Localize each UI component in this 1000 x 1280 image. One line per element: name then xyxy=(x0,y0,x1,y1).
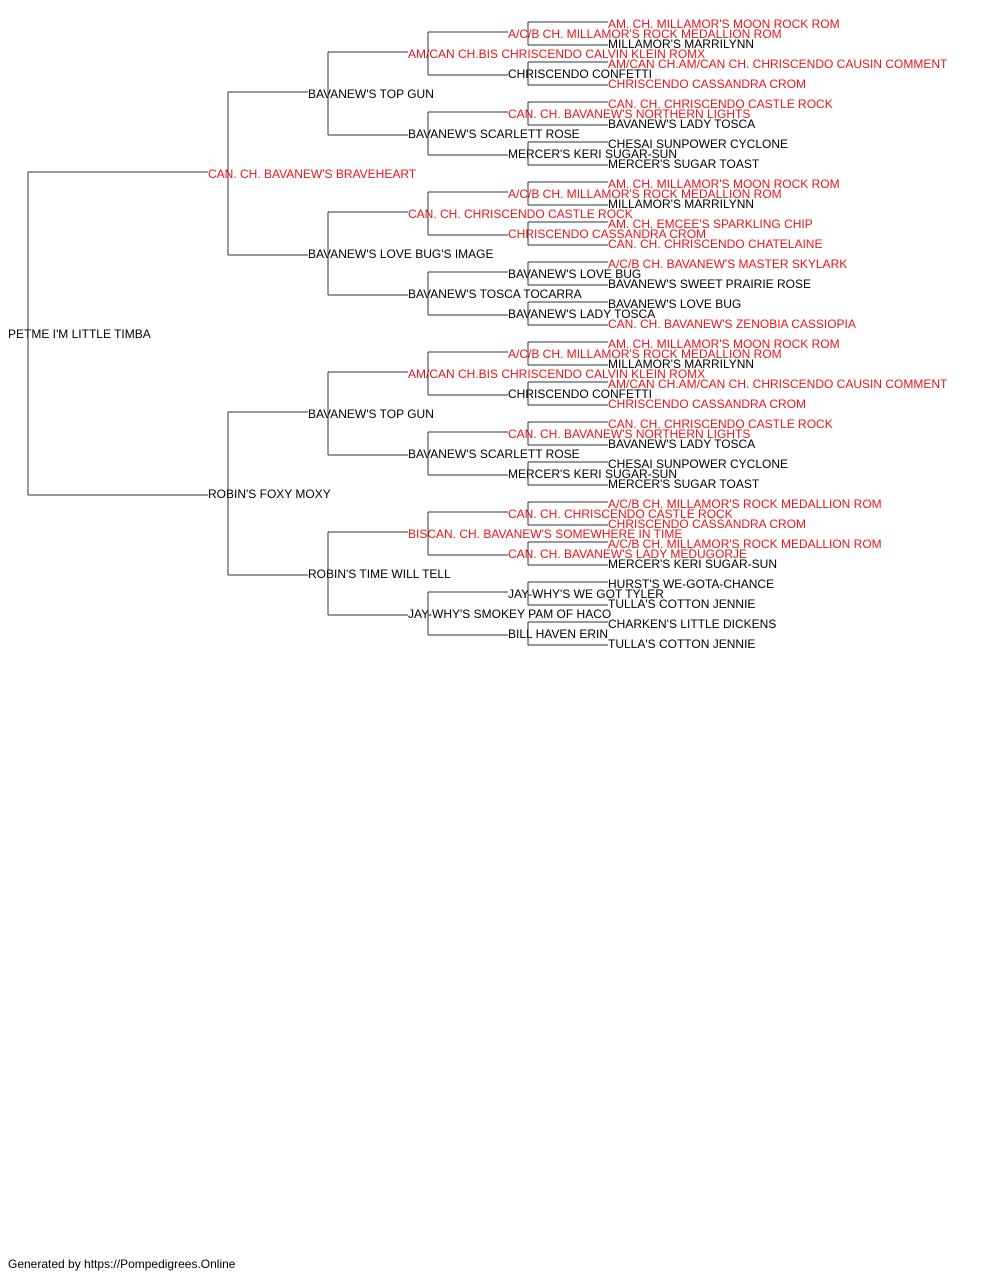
dog-name-gen2: BAVANEW'S TOP GUN xyxy=(308,407,434,421)
dog-name-gen5: MERCER'S SUGAR TOAST xyxy=(608,477,760,491)
dog-name-gen5: CHRISCENDO CASSANDRA CROM xyxy=(608,517,806,531)
dog-name-gen5: AM. CH. MILLAMOR'S MOON ROCK ROM xyxy=(608,177,840,191)
dog-name-gen5: CAN. CH. CHRISCENDO CASTLE ROCK xyxy=(608,417,833,431)
dog-name-gen5: BAVANEW'S SWEET PRAIRIE ROSE xyxy=(608,277,811,291)
dog-name-gen5: BAVANEW'S LOVE BUG xyxy=(608,297,741,311)
dog-name-gen5: CHESAI SUNPOWER CYCLONE xyxy=(608,457,788,471)
dog-name-gen4: CAN. CH. BAVANEW'S NORTHERN LIGHTS xyxy=(508,107,750,121)
dog-name-gen5: CHRISCENDO CASSANDRA CROM xyxy=(608,397,806,411)
dog-name-gen4: A/C/B CH. MILLAMOR'S ROCK MEDALLION ROM xyxy=(508,187,782,201)
dog-name-gen5: CHARKEN'S LITTLE DICKENS xyxy=(608,617,776,631)
dog-name-gen5: MERCER'S KERI SUGAR-SUN xyxy=(608,557,777,571)
dog-name-gen5: AM. CH. MILLAMOR'S MOON ROCK ROM xyxy=(608,337,840,351)
dog-name-gen5: A/C/B CH. MILLAMOR'S ROCK MEDALLION ROM xyxy=(608,497,882,511)
dog-name-gen5: MILLAMOR'S MARRILYNN xyxy=(608,197,754,211)
dog-name-gen5: TULLA'S COTTON JENNIE xyxy=(608,637,755,651)
dog-name-gen4: CHRISCENDO CONFETTI xyxy=(508,387,652,401)
dog-name-gen4: CAN. CH. BAVANEW'S NORTHERN LIGHTS xyxy=(508,427,750,441)
dog-name-gen5: AM/CAN CH.AM/CAN CH. CHRISCENDO CAUSIN C… xyxy=(608,377,948,391)
dog-name-gen5: MILLAMOR'S MARRILYNN xyxy=(608,357,754,371)
dog-name-gen5: HURST'S WE-GOTA-CHANCE xyxy=(608,577,774,591)
dog-name-gen4: JAY-WHY'S WE GOT TYLER xyxy=(508,587,664,601)
dog-name-gen4: BILL HAVEN ERIN xyxy=(508,627,608,641)
footer-credit: Generated by https://Pompedigrees.Online xyxy=(8,1257,236,1271)
dog-name-gen5: AM. CH. MILLAMOR'S MOON ROCK ROM xyxy=(608,17,840,31)
dog-name-gen4: MERCER'S KERI SUGAR-SUN xyxy=(508,467,677,481)
dog-name-gen4: CHRISCENDO CONFETTI xyxy=(508,67,652,81)
dog-name-gen4: A/C/B CH. MILLAMOR'S ROCK MEDALLION ROM xyxy=(508,27,782,41)
dog-name-gen5: CAN. CH. BAVANEW'S ZENOBIA CASSIOPIA xyxy=(608,317,856,331)
dog-name-gen3: JAY-WHY'S SMOKEY PAM OF HACO xyxy=(408,607,611,621)
dog-name-gen2: BAVANEW'S TOP GUN xyxy=(308,87,434,101)
dog-name-gen5: AM. CH. EMCEE'S SPARKLING CHIP xyxy=(608,217,813,231)
dog-name-gen4: CAN. CH. CHRISCENDO CASTLE ROCK xyxy=(508,507,733,521)
dog-name-gen5: BAVANEW'S LADY TOSCA xyxy=(608,437,755,451)
dog-name-gen5: AM/CAN CH.AM/CAN CH. CHRISCENDO CAUSIN C… xyxy=(608,57,948,71)
dog-name-gen5: MERCER'S SUGAR TOAST xyxy=(608,157,760,171)
dog-name-gen3: BAVANEW'S TOSCA TOCARRA xyxy=(408,287,582,301)
dog-name-gen5: TULLA'S COTTON JENNIE xyxy=(608,597,755,611)
dog-name-gen5: A/C/B CH. MILLAMOR'S ROCK MEDALLION ROM xyxy=(608,537,882,551)
dog-name-gen0: PETME I'M LITTLE TIMBA xyxy=(8,327,151,341)
dog-name-gen5: CHRISCENDO CASSANDRA CROM xyxy=(608,77,806,91)
dog-name-gen3: BAVANEW'S SCARLETT ROSE xyxy=(408,447,580,461)
dog-name-gen4: BAVANEW'S LOVE BUG xyxy=(508,267,641,281)
dog-name-gen3: BISCAN. CH. BAVANEW'S SOMEWHERE IN TIME xyxy=(408,527,682,541)
dog-name-gen5: MILLAMOR'S MARRILYNN xyxy=(608,37,754,51)
dog-name-gen2: ROBIN'S TIME WILL TELL xyxy=(308,567,451,581)
dog-name-gen5: BAVANEW'S LADY TOSCA xyxy=(608,117,755,131)
dog-name-gen4: CHRISCENDO CASSANDRA CROM xyxy=(508,227,706,241)
dog-name-gen5: CAN. CH. CHRISCENDO CASTLE ROCK xyxy=(608,97,833,111)
dog-name-gen2: BAVANEW'S LOVE BUG'S IMAGE xyxy=(308,247,494,261)
dog-name-gen4: MERCER'S KERI SUGAR-SUN xyxy=(508,147,677,161)
dog-name-gen3: AM/CAN CH.BIS CHRISCENDO CALVIN KLEIN RO… xyxy=(408,367,705,381)
dog-name-gen1: ROBIN'S FOXY MOXY xyxy=(208,487,331,501)
dog-name-gen5: CHESAI SUNPOWER CYCLONE xyxy=(608,137,788,151)
dog-name-gen3: AM/CAN CH.BIS CHRISCENDO CALVIN KLEIN RO… xyxy=(408,47,705,61)
dog-name-gen1: CAN. CH. BAVANEW'S BRAVEHEART xyxy=(208,167,417,181)
dog-name-gen5: A/C/B CH. BAVANEW'S MASTER SKYLARK xyxy=(608,257,847,271)
dog-name-gen3: BAVANEW'S SCARLETT ROSE xyxy=(408,127,580,141)
dog-name-gen4: CAN. CH. BAVANEW'S LADY MEDUGORJE xyxy=(508,547,747,561)
dog-name-gen4: BAVANEW'S LADY TOSCA xyxy=(508,307,655,321)
dog-name-gen3: CAN. CH. CHRISCENDO CASTLE ROCK xyxy=(408,207,633,221)
dog-name-gen4: A/C/B CH. MILLAMOR'S ROCK MEDALLION ROM xyxy=(508,347,782,361)
dog-name-gen5: CAN. CH. CHRISCENDO CHATELAINE xyxy=(608,237,822,251)
